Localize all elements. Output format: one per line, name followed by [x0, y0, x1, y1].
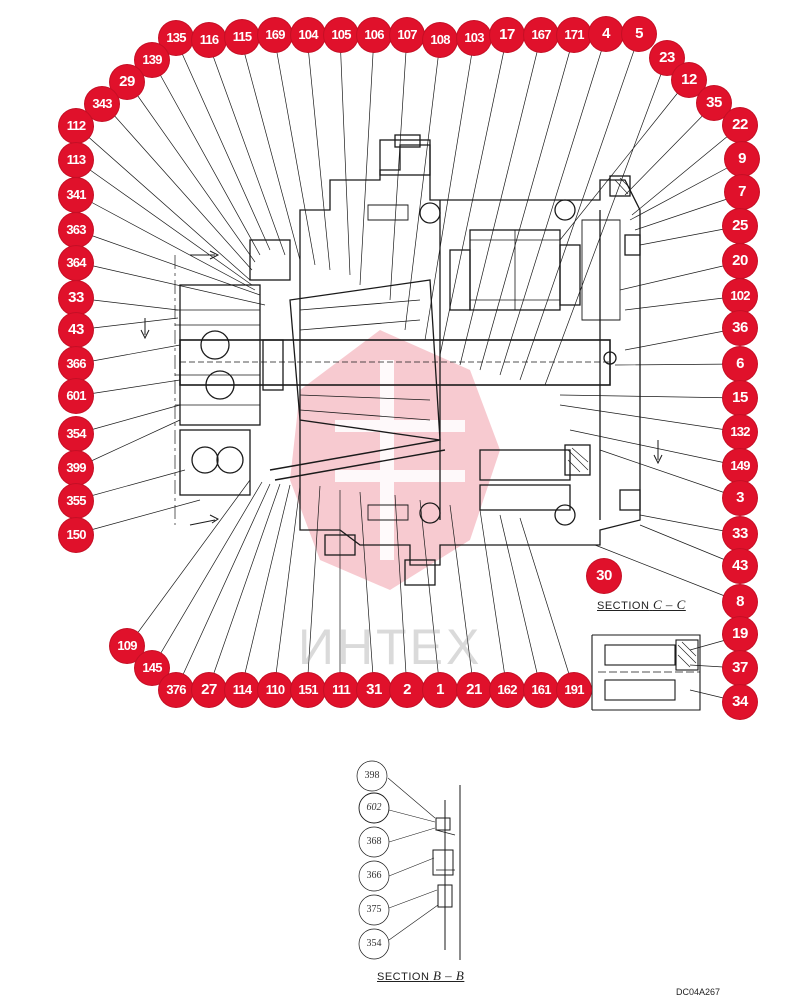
- callout-149[interactable]: 149: [723, 449, 757, 483]
- callout-43-right[interactable]: 43: [723, 549, 757, 583]
- section-c-c-letters: C – C: [652, 597, 686, 612]
- callout-29[interactable]: 29: [110, 65, 144, 99]
- section-b-part-354[interactable]: 354: [366, 938, 382, 949]
- callout-112[interactable]: 112: [59, 109, 93, 143]
- section-b-part-375[interactable]: 375: [366, 904, 382, 915]
- callout-2[interactable]: 2: [390, 673, 424, 707]
- callout-30[interactable]: 30: [587, 559, 621, 593]
- section-b-b-letters: B – B: [432, 968, 465, 983]
- callout-343[interactable]: 343: [85, 87, 119, 121]
- callout-6[interactable]: 6: [723, 347, 757, 381]
- callout-102[interactable]: 102: [723, 279, 757, 313]
- callout-33-left[interactable]: 33: [59, 281, 93, 315]
- callout-104[interactable]: 104: [291, 18, 325, 52]
- callout-114[interactable]: 114: [225, 673, 259, 707]
- callout-27[interactable]: 27: [192, 673, 226, 707]
- callout-116[interactable]: 116: [192, 23, 226, 57]
- callout-15[interactable]: 15: [723, 381, 757, 415]
- callout-33-right[interactable]: 33: [723, 517, 757, 551]
- watermark-text: ИНТЕХ: [298, 619, 483, 675]
- leader-lines: [75, 35, 743, 703]
- callout-115[interactable]: 115: [225, 20, 259, 54]
- section-b-part-602[interactable]: 602: [366, 802, 382, 813]
- callout-31[interactable]: 31: [357, 673, 391, 707]
- section-b-part-366[interactable]: 366: [366, 870, 382, 881]
- callout-161[interactable]: 161: [524, 673, 558, 707]
- callout-341[interactable]: 341: [59, 178, 93, 212]
- callout-37[interactable]: 37: [723, 651, 757, 685]
- callout-376[interactable]: 376: [159, 673, 193, 707]
- section-b-b-drawing: [356, 760, 461, 960]
- callout-43-left[interactable]: 43: [59, 313, 93, 347]
- callout-7[interactable]: 7: [725, 175, 759, 209]
- section-b-part-398[interactable]: 398: [364, 770, 380, 781]
- callout-151[interactable]: 151: [291, 673, 325, 707]
- section-c-c-word: SECTION: [597, 600, 650, 612]
- section-b-part-368[interactable]: 368: [366, 836, 382, 847]
- drawing-code: DC04A267: [676, 987, 721, 997]
- main-section-linework: [140, 134, 663, 586]
- callout-169[interactable]: 169: [258, 18, 292, 52]
- callout-167[interactable]: 167: [524, 18, 558, 52]
- callout-364[interactable]: 364: [59, 246, 93, 280]
- callout-19[interactable]: 19: [723, 617, 757, 651]
- callout-9[interactable]: 9: [725, 142, 759, 176]
- callout-601[interactable]: 601: [59, 379, 93, 413]
- section-b-b-word: SECTION: [377, 971, 430, 983]
- watermark-logo: [290, 330, 500, 590]
- callout-110[interactable]: 110: [258, 673, 292, 707]
- section-b-b-label: SECTION B – B: [377, 968, 464, 984]
- callout-22[interactable]: 22: [723, 108, 757, 142]
- callout-399[interactable]: 399: [59, 451, 93, 485]
- callout-171[interactable]: 171: [557, 18, 591, 52]
- callout-191[interactable]: 191: [557, 673, 591, 707]
- callout-105[interactable]: 105: [324, 18, 358, 52]
- callout-108[interactable]: 108: [423, 23, 457, 57]
- callout-103[interactable]: 103: [457, 21, 491, 55]
- callout-132[interactable]: 132: [723, 415, 757, 449]
- callout-36[interactable]: 36: [723, 311, 757, 345]
- callout-106[interactable]: 106: [357, 18, 391, 52]
- callout-113[interactable]: 113: [59, 143, 93, 177]
- callout-111[interactable]: 111: [324, 673, 358, 707]
- callout-17[interactable]: 17: [490, 18, 524, 52]
- callout-21[interactable]: 21: [457, 673, 491, 707]
- callout-3[interactable]: 3: [723, 481, 757, 515]
- callout-4[interactable]: 4: [589, 17, 623, 51]
- callout-8[interactable]: 8: [723, 585, 757, 619]
- callout-354[interactable]: 354: [59, 417, 93, 451]
- callout-150[interactable]: 150: [59, 518, 93, 552]
- callout-34[interactable]: 34: [723, 685, 757, 719]
- callout-25[interactable]: 25: [723, 209, 757, 243]
- callout-5[interactable]: 5: [622, 17, 656, 51]
- callout-366[interactable]: 366: [59, 347, 93, 381]
- callout-107[interactable]: 107: [390, 18, 424, 52]
- section-c-c-drawing: [591, 634, 701, 711]
- callout-162[interactable]: 162: [490, 673, 524, 707]
- section-c-c-label: SECTION C – C: [597, 597, 686, 613]
- callout-355[interactable]: 355: [59, 484, 93, 518]
- callout-363[interactable]: 363: [59, 213, 93, 247]
- callout-1[interactable]: 1: [423, 673, 457, 707]
- callout-20[interactable]: 20: [723, 244, 757, 278]
